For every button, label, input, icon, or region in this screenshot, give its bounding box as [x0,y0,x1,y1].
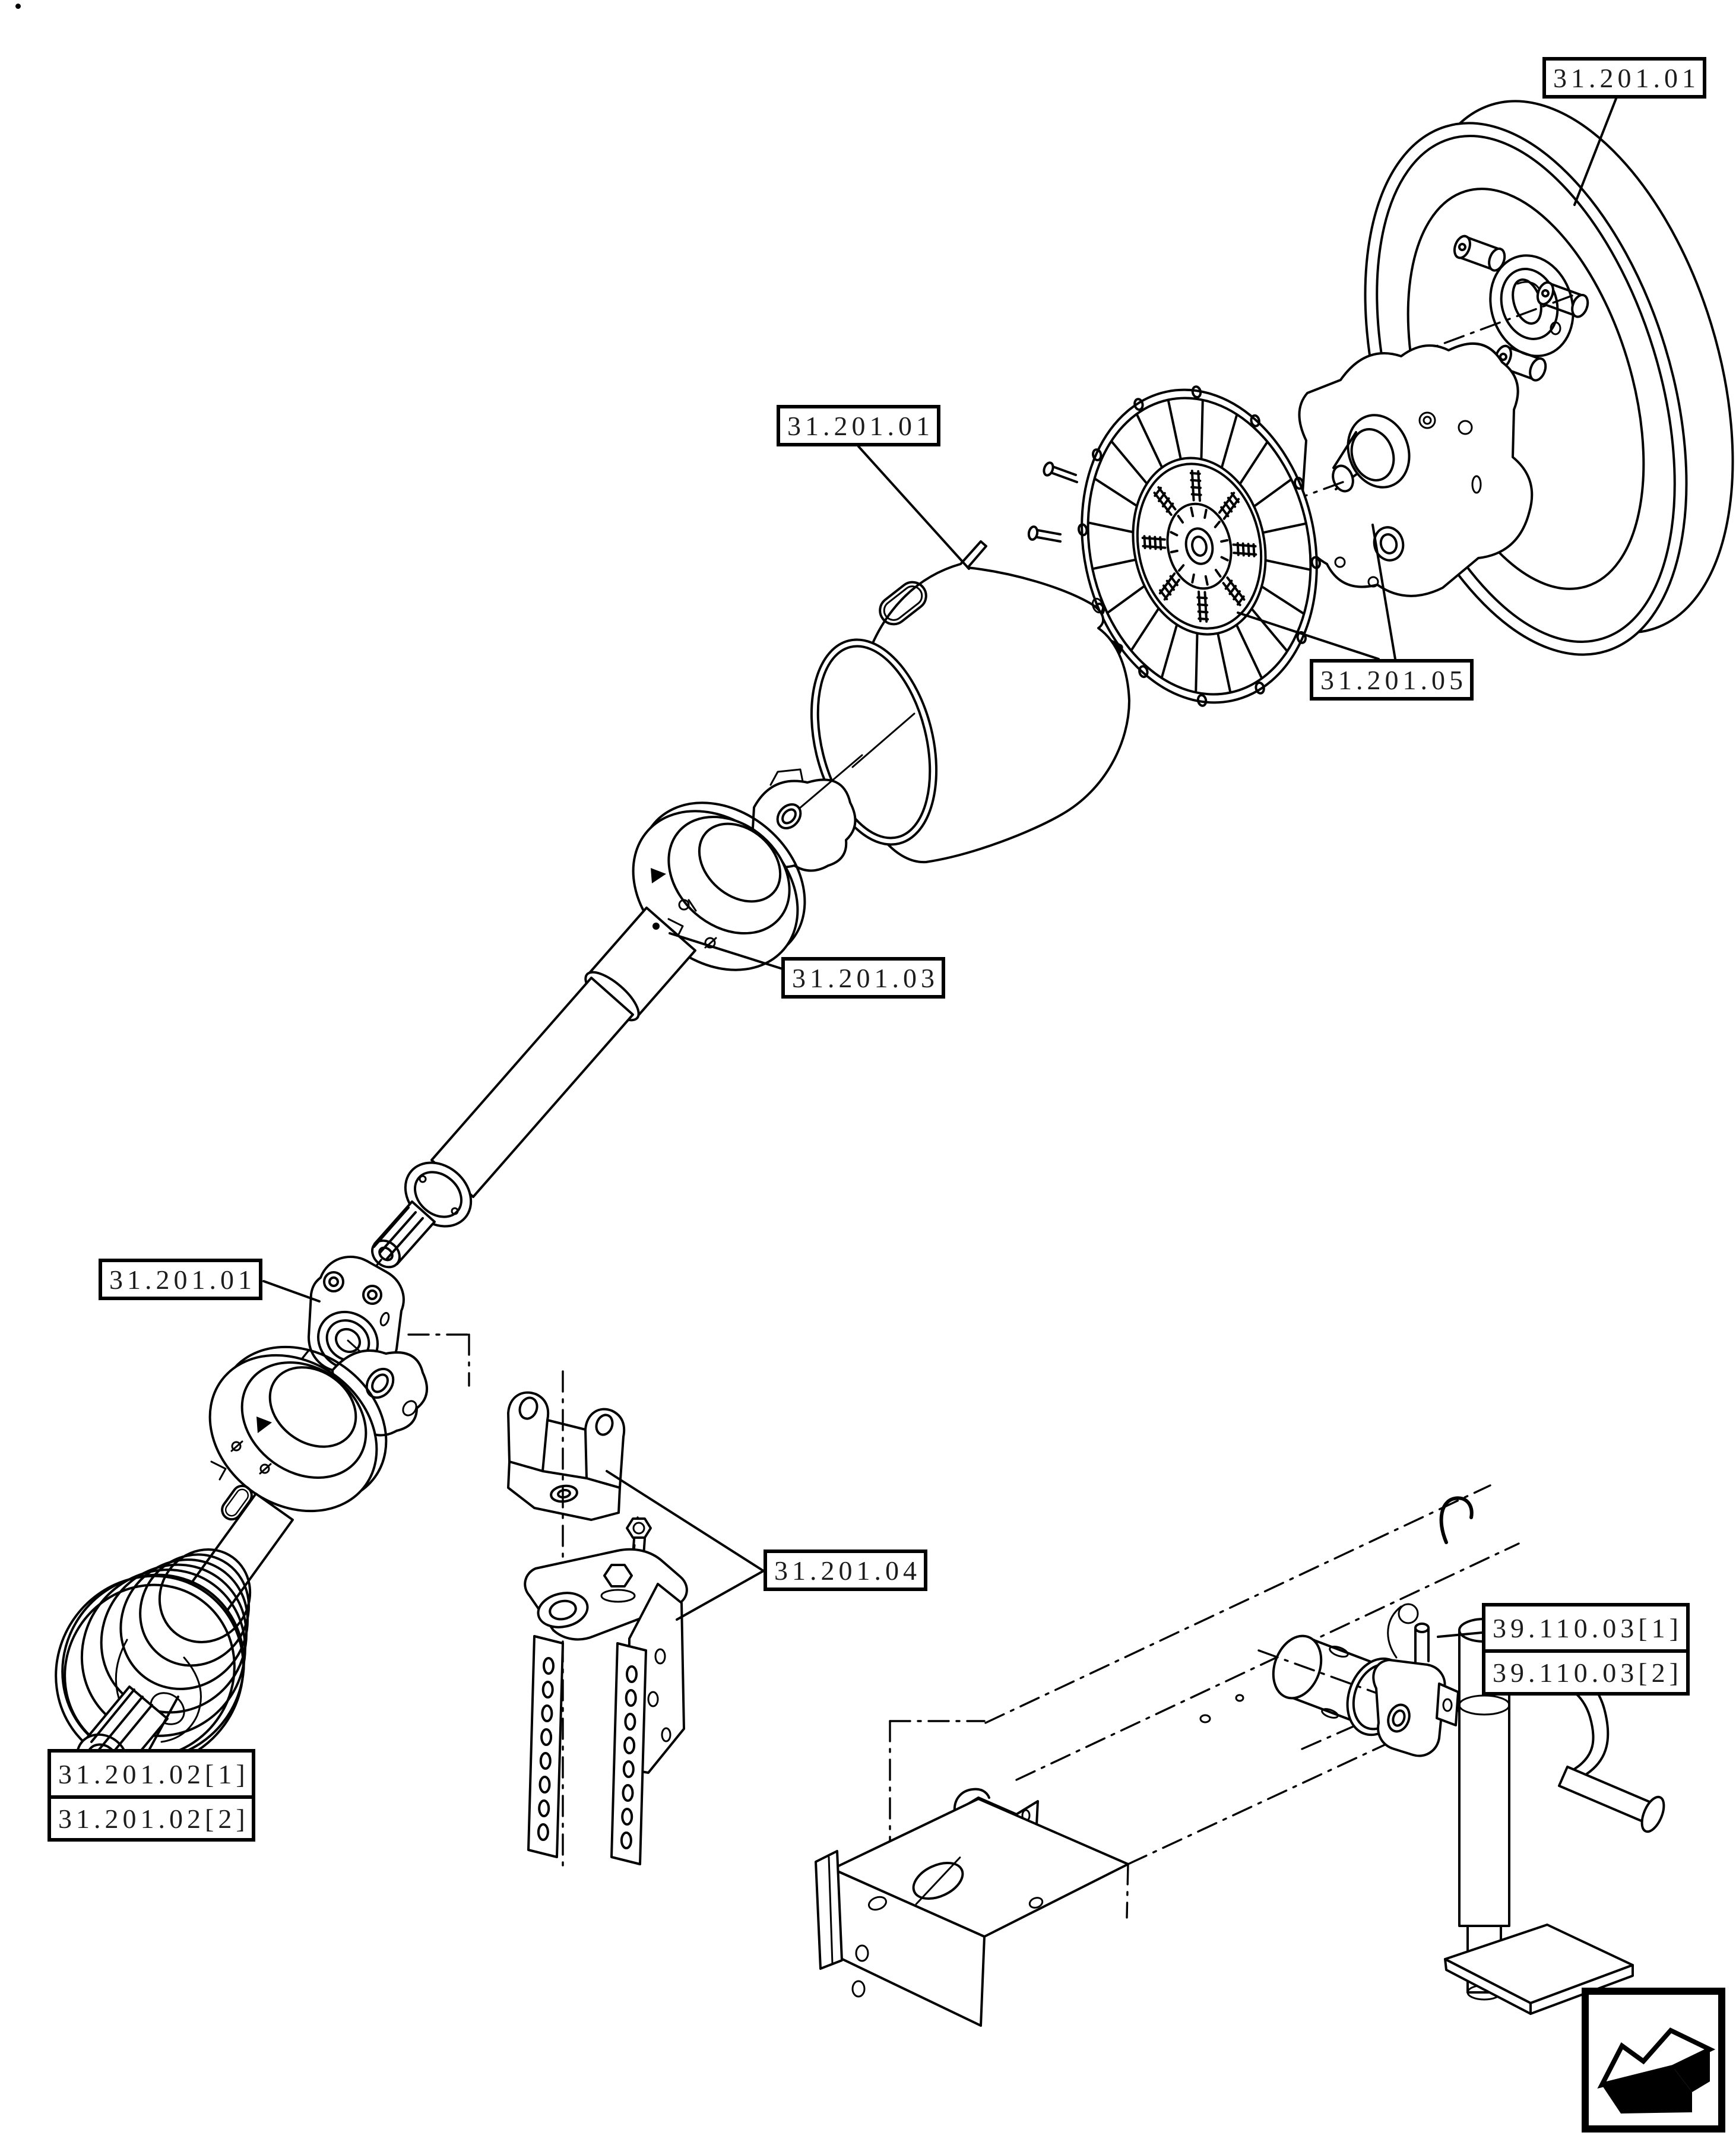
page-continuation-arrow-icon [1597,2027,1716,2114]
pto-shaft-drawing [55,1345,428,1784]
callout-shield[interactable]: 31.201.01 [777,405,940,446]
callout-pto-stack: 31.201.02[1] 31.201.02[2] [47,1749,255,1842]
callout-jack-1[interactable]: 39.110.03[1] [1493,1612,1683,1643]
callout-pulley[interactable]: 31.201.01 [1542,57,1706,99]
hitch-bracket-drawing [524,1516,688,1865]
callout-driveshaft[interactable]: 31.201.03 [781,957,945,999]
jack-drawing [1257,1496,1665,2015]
bearing-support-drawing [308,1255,470,1398]
callout-pto-2[interactable]: 31.201.02[2] [51,1795,252,1838]
callout-hitch-bracket[interactable]: 31.201.04 [764,1550,927,1591]
callout-jack-stack: 39.110.03[1] 39.110.03[2] [1482,1603,1690,1696]
callout-clutch[interactable]: 31.201.05 [1310,659,1474,701]
mount-plate-drawing [1276,342,1534,597]
corner-mark [15,4,21,9]
drive-shaft-drawing [299,907,696,1362]
page-continuation-arrow-button[interactable] [1582,1988,1725,2133]
callout-pto-1[interactable]: 31.201.02[1] [58,1758,249,1789]
callout-jack-2[interactable]: 39.110.03[2] [1485,1649,1686,1692]
leader-lines [148,97,1617,1750]
upper-ujoint-drawing [632,754,863,971]
callout-bearing[interactable]: 31.201.01 [99,1259,262,1300]
